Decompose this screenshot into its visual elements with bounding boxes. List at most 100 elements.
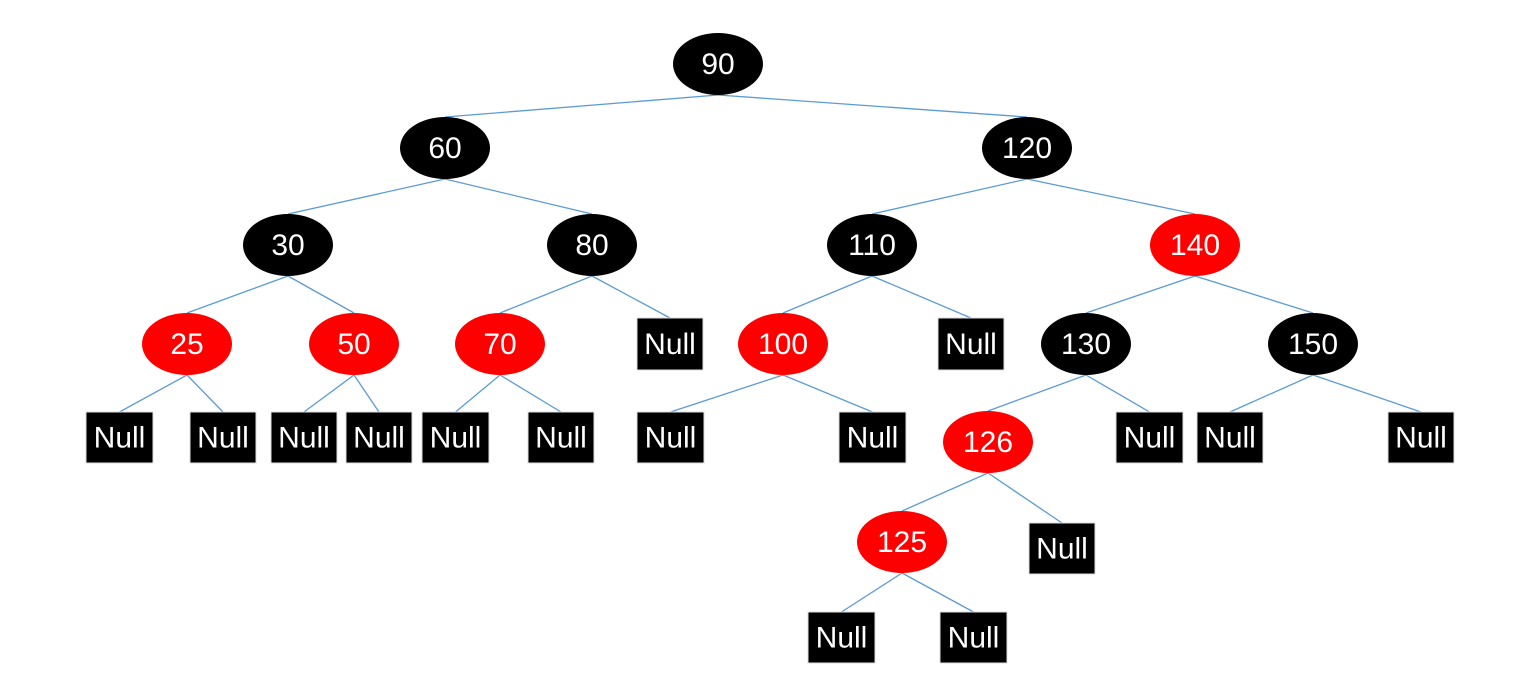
edge-n90-n120 — [717, 94, 1028, 118]
edge-n100-nl100l — [670, 374, 784, 413]
black-node-ellipse — [1268, 313, 1358, 375]
edge-n125-nl125r — [901, 572, 974, 613]
null-box — [838, 411, 907, 464]
edge-n80-n70 — [499, 275, 593, 314]
null-label: Null — [94, 422, 146, 455]
tree-node-90: 90 — [673, 33, 763, 95]
edge-n130-n126 — [987, 374, 1087, 412]
node-label: 120 — [1002, 132, 1052, 165]
null-label: Null — [535, 422, 587, 455]
node-label: 60 — [428, 132, 461, 165]
edge-n70-nl70r — [499, 374, 562, 413]
edge-n126-nl126r — [987, 472, 1063, 524]
null-box — [636, 317, 704, 371]
null-box — [189, 411, 257, 464]
node-label: 80 — [575, 229, 608, 262]
node-label: 125 — [877, 526, 927, 559]
null-leaf: Null — [937, 317, 1005, 371]
edge-n30-n25 — [186, 275, 289, 314]
null-box — [270, 411, 338, 464]
null-label: Null — [353, 422, 405, 455]
node-label: 130 — [1061, 328, 1111, 361]
edge-n120-n140 — [1026, 178, 1196, 215]
edge-n130-nl130r — [1085, 374, 1150, 413]
null-label: Null — [430, 422, 482, 455]
tree-node-130: 130 — [1041, 313, 1131, 375]
null-leaf: Null — [527, 411, 595, 464]
node-label: 100 — [758, 328, 808, 361]
node-label: 50 — [337, 328, 370, 361]
null-label: Null — [847, 422, 899, 455]
edge-n25-nl25r — [186, 374, 224, 413]
null-box — [345, 411, 413, 464]
null-label: Null — [1395, 422, 1447, 455]
edge-n70-nl70l — [455, 374, 501, 413]
tree-node-140: 140 — [1150, 214, 1240, 276]
black-node-ellipse — [547, 214, 637, 276]
edge-n120-n110 — [871, 178, 1028, 215]
null-label: Null — [197, 422, 249, 455]
null-leaf: Null — [1387, 411, 1455, 464]
null-box — [1196, 411, 1264, 464]
null-label: Null — [1124, 422, 1176, 455]
null-leaf: Null — [85, 411, 154, 464]
edge-n25-nl25l — [119, 374, 188, 413]
node-label: 140 — [1170, 229, 1220, 262]
node-label: 70 — [483, 328, 516, 361]
edge-n50-nl50l — [303, 374, 355, 413]
tree-node-70: 70 — [455, 313, 545, 375]
edge-n140-n130 — [1085, 275, 1196, 314]
null-box — [527, 411, 595, 464]
null-box — [1028, 522, 1096, 575]
black-node-ellipse — [673, 33, 763, 95]
edge-n110-n100 — [782, 275, 873, 314]
node-label: 110 — [848, 229, 896, 262]
null-label: Null — [948, 622, 1000, 655]
null-box — [421, 411, 490, 464]
null-label: Null — [644, 328, 696, 361]
null-box — [937, 317, 1005, 371]
red-node-ellipse — [943, 411, 1033, 473]
edge-n80-nl80r — [591, 275, 671, 319]
null-label: Null — [1204, 422, 1256, 455]
null-leaf: Null — [1115, 411, 1184, 464]
node-label: 150 — [1288, 328, 1338, 361]
black-node-ellipse — [243, 214, 333, 276]
null-label: Null — [278, 422, 330, 455]
tree-edges — [119, 94, 1422, 613]
tree-node-110: 110 — [827, 214, 917, 276]
edge-n150-nl150r — [1312, 374, 1422, 413]
edge-n90-n60 — [444, 94, 719, 118]
black-node-ellipse — [982, 117, 1072, 179]
tree-node-150: 150 — [1268, 313, 1358, 375]
null-box — [85, 411, 154, 464]
tree-nodes: 90 60 120 30 80 110 140 25 50 70 100 130 150 126 125 — [142, 33, 1358, 573]
tree-node-60: 60 — [400, 117, 490, 179]
tree-node-25: 25 — [142, 313, 232, 375]
node-label: 90 — [701, 48, 734, 81]
null-leaf: Null — [189, 411, 257, 464]
null-label: Null — [945, 328, 997, 361]
red-node-ellipse — [738, 313, 828, 375]
null-leaf: Null — [345, 411, 413, 464]
edge-n100-nl100r — [782, 374, 873, 413]
null-leaf: Null — [838, 411, 907, 464]
null-box — [1387, 411, 1455, 464]
null-label: Null — [645, 422, 697, 455]
null-leaf: Null — [807, 611, 876, 664]
edge-n50-nl50r — [353, 374, 380, 413]
edge-n60-n80 — [444, 178, 593, 215]
tree-node-120: 120 — [982, 117, 1072, 179]
tree-node-100: 100 — [738, 313, 828, 375]
edge-n110-nl110r — [871, 275, 972, 319]
node-label: 30 — [271, 229, 304, 262]
tree-node-30: 30 — [243, 214, 333, 276]
red-node-ellipse — [1150, 214, 1240, 276]
null-leaf: Null — [636, 411, 705, 464]
node-label: 126 — [963, 426, 1013, 459]
red-node-ellipse — [142, 313, 232, 375]
edge-n126-n125 — [901, 472, 989, 512]
black-node-ellipse — [400, 117, 490, 179]
